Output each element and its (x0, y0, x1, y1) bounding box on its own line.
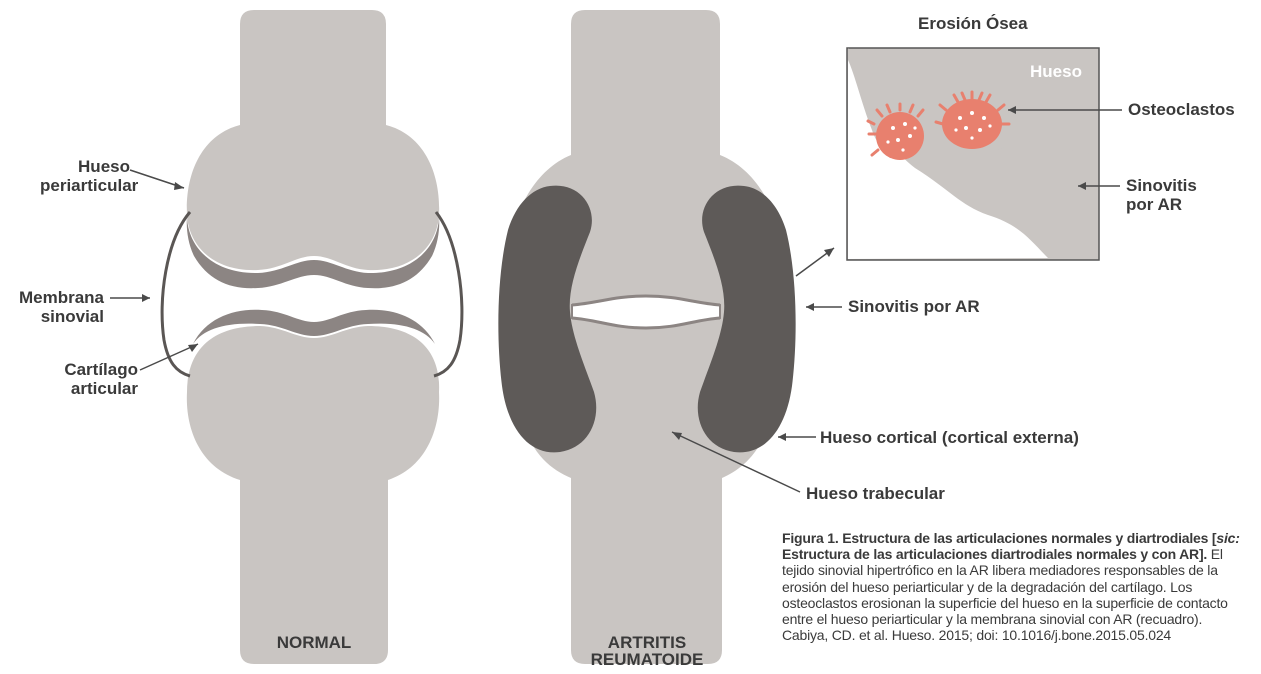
normal-upper-bone (187, 10, 439, 270)
title-reumatoide-line2: REUMATOIDE (570, 651, 724, 668)
label-hueso-line1: Hueso (40, 157, 130, 176)
caption-reference: Cabiya, CD. et al. Hueso. 2015; doi: 10.… (782, 627, 1254, 643)
title-normal: NORMAL (250, 634, 378, 651)
label-sinovitis-main: Sinovitis por AR (848, 297, 980, 316)
normal-membrane-right (434, 212, 462, 376)
label-articular-line2: articular (40, 379, 138, 398)
title-artritis-reumatoide: ARTRITIS REUMATOIDE (570, 634, 724, 668)
label-cartilago-articular: Cartílago articular (40, 360, 138, 398)
caption-sic: sic: (1216, 530, 1239, 546)
label-cartilago-line1: Cartílago (40, 360, 138, 379)
ra-joint (498, 10, 795, 664)
label-sinovial-line2: sinovial (0, 307, 104, 326)
label-membrana-line1: Membrana (0, 288, 104, 307)
label-hueso-trabecular: Hueso trabecular (806, 484, 945, 503)
label-sinovitis-line1: Sinovitis (1126, 176, 1197, 195)
normal-membrane-left (162, 212, 190, 376)
title-artritis-line1: ARTRITIS (570, 634, 724, 651)
label-hueso-cortical: Hueso cortical (cortical externa) (820, 428, 1079, 447)
label-hueso-periarticular: Hueso periarticular (40, 157, 130, 195)
caption-title-part2: Estructura de las articulaciones diartro… (782, 546, 1207, 562)
leader-cartilago (140, 344, 198, 370)
caption-title-part1: Figura 1. Estructura de las articulacion… (782, 530, 1216, 546)
label-membrana-sinovial: Membrana sinovial (0, 288, 104, 326)
inset-title: Erosión Ósea (918, 14, 1028, 33)
label-periarticular-line2: periarticular (40, 176, 130, 195)
label-por-ar-line2: por AR (1126, 195, 1197, 214)
label-sinovitis-inset: Sinovitis por AR (1126, 176, 1197, 214)
inset-bone-label: Hueso (1030, 62, 1082, 81)
normal-lower-bone (187, 326, 439, 664)
figure-caption: Figura 1. Estructura de las articulacion… (782, 530, 1254, 674)
normal-joint (162, 10, 462, 664)
label-osteoclastos: Osteoclastos (1128, 100, 1235, 119)
